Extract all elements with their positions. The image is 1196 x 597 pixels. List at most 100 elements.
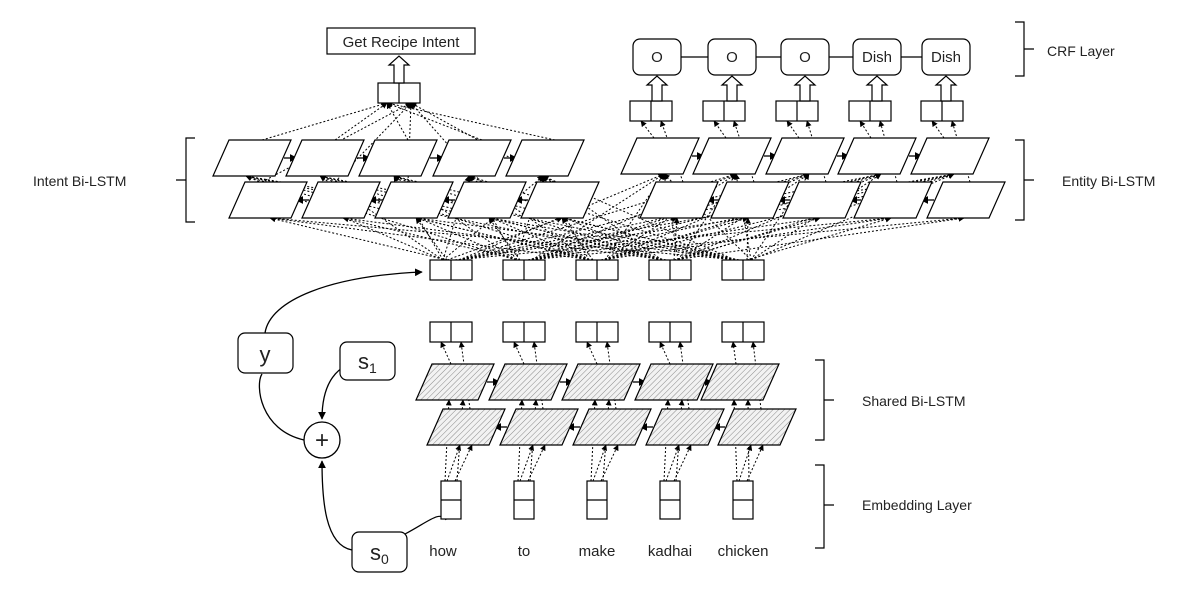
embedding-layer-label: Embedding Layer bbox=[862, 497, 972, 513]
dotted-link bbox=[513, 341, 525, 365]
dotted-link bbox=[393, 174, 736, 261]
intent-backward-cell bbox=[228, 181, 308, 219]
dotted-link bbox=[744, 217, 751, 261]
intent-output-label: Get Recipe Intent bbox=[343, 34, 461, 51]
dotted-link bbox=[750, 173, 955, 261]
dotted-link bbox=[786, 120, 800, 139]
intent-bilstm-label: Intent Bi-LSTM bbox=[33, 173, 126, 189]
entity-forward-cell bbox=[620, 137, 700, 175]
dotted-link bbox=[454, 215, 749, 261]
word-label: make bbox=[579, 543, 616, 560]
dotted-link bbox=[519, 444, 534, 482]
dotted-link bbox=[640, 120, 655, 139]
shared-forward-cell bbox=[700, 363, 780, 401]
dotted-link bbox=[527, 216, 678, 261]
word-label: to bbox=[518, 543, 531, 560]
dotted-link bbox=[386, 102, 409, 141]
intent-backward-cell bbox=[447, 181, 527, 219]
intent-backward-cell bbox=[301, 181, 381, 219]
dotted-link bbox=[415, 217, 448, 261]
s1-state-box bbox=[339, 341, 396, 381]
intent-forward-cell bbox=[505, 139, 585, 177]
dotted-link bbox=[454, 444, 473, 482]
crf-tag-label: Dish bbox=[862, 49, 892, 66]
y-state-label: y bbox=[260, 342, 271, 367]
dotted-link bbox=[334, 102, 388, 141]
y-to-concat-arrow bbox=[264, 268, 423, 334]
crf-input-arrow bbox=[865, 75, 889, 102]
dotted-link bbox=[713, 120, 727, 139]
dotted-link bbox=[600, 215, 892, 261]
crf-tag-box bbox=[780, 38, 830, 76]
crf-layer-label: CRF Layer bbox=[1047, 43, 1115, 59]
dotted-link bbox=[673, 215, 965, 261]
crf-tag-box bbox=[852, 38, 902, 76]
s0-state-label: s0 bbox=[370, 540, 389, 567]
dotted-link bbox=[677, 173, 737, 261]
intent-output-box bbox=[326, 27, 476, 55]
intent-backward-cell bbox=[520, 181, 600, 219]
intent-output-arrow bbox=[387, 55, 411, 84]
shared-backward-cell bbox=[645, 408, 725, 446]
entity-forward-cell bbox=[692, 137, 772, 175]
dotted-link bbox=[527, 444, 546, 482]
word-label: chicken bbox=[718, 543, 769, 560]
intent-backward-cell bbox=[374, 181, 454, 219]
dotted-link bbox=[586, 341, 598, 365]
entity-backward-cell bbox=[639, 181, 719, 219]
intent-forward-cell bbox=[432, 139, 512, 177]
entity-forward-cell bbox=[910, 137, 990, 175]
dotted-link bbox=[600, 444, 619, 482]
dotted-link bbox=[750, 173, 810, 261]
crf-tag-label: O bbox=[799, 49, 811, 66]
dotted-link bbox=[527, 215, 965, 261]
entity-backward-cell bbox=[926, 181, 1006, 219]
intent-forward-cell bbox=[358, 139, 438, 177]
entity-bilstm-label: Entity Bi-LSTM bbox=[1062, 173, 1155, 189]
shared-brace bbox=[815, 359, 834, 441]
dotted-link bbox=[677, 173, 882, 261]
dotted-link bbox=[393, 175, 517, 261]
crf-tag-box bbox=[707, 38, 757, 76]
dotted-link bbox=[561, 217, 594, 261]
shared-forward-cell bbox=[415, 363, 495, 401]
s0-to-plus-arrow bbox=[318, 460, 353, 551]
dotted-link bbox=[269, 215, 740, 261]
embedding-brace bbox=[815, 464, 834, 549]
crf-tag-box bbox=[921, 38, 971, 76]
entity-backward-cell bbox=[853, 181, 933, 219]
s0-state-box bbox=[351, 531, 408, 573]
plus-to-y-curve bbox=[258, 373, 305, 441]
entity-forward-cell bbox=[765, 137, 845, 175]
dotted-link bbox=[931, 120, 945, 139]
s1-state-label: s1 bbox=[358, 349, 377, 376]
shared-forward-cell bbox=[488, 363, 568, 401]
dotted-link bbox=[386, 101, 556, 141]
entity-backward-cell bbox=[782, 181, 862, 219]
entity-backward-cell bbox=[710, 181, 790, 219]
dotted-link bbox=[592, 444, 607, 482]
dotted-link bbox=[659, 341, 671, 365]
shared-backward-cell bbox=[426, 408, 506, 446]
y-state-box bbox=[237, 332, 294, 374]
crf-tag-box bbox=[632, 38, 682, 76]
crf-tag-label: Dish bbox=[931, 49, 961, 66]
dotted-link bbox=[859, 120, 872, 139]
dotted-link bbox=[446, 217, 563, 261]
word-label: kadhai bbox=[648, 543, 692, 560]
shared-backward-cell bbox=[499, 408, 579, 446]
entity-brace bbox=[1015, 139, 1034, 221]
dotted-link bbox=[950, 120, 971, 183]
dotted-link bbox=[730, 341, 737, 365]
plus-symbol: + bbox=[315, 427, 329, 454]
crf-brace bbox=[1015, 21, 1034, 77]
dotted-link bbox=[458, 173, 665, 261]
crf-tag-label: O bbox=[651, 49, 663, 66]
dotted-link bbox=[261, 101, 388, 141]
crf-input-arrow bbox=[645, 75, 669, 102]
intent-brace bbox=[176, 137, 195, 223]
